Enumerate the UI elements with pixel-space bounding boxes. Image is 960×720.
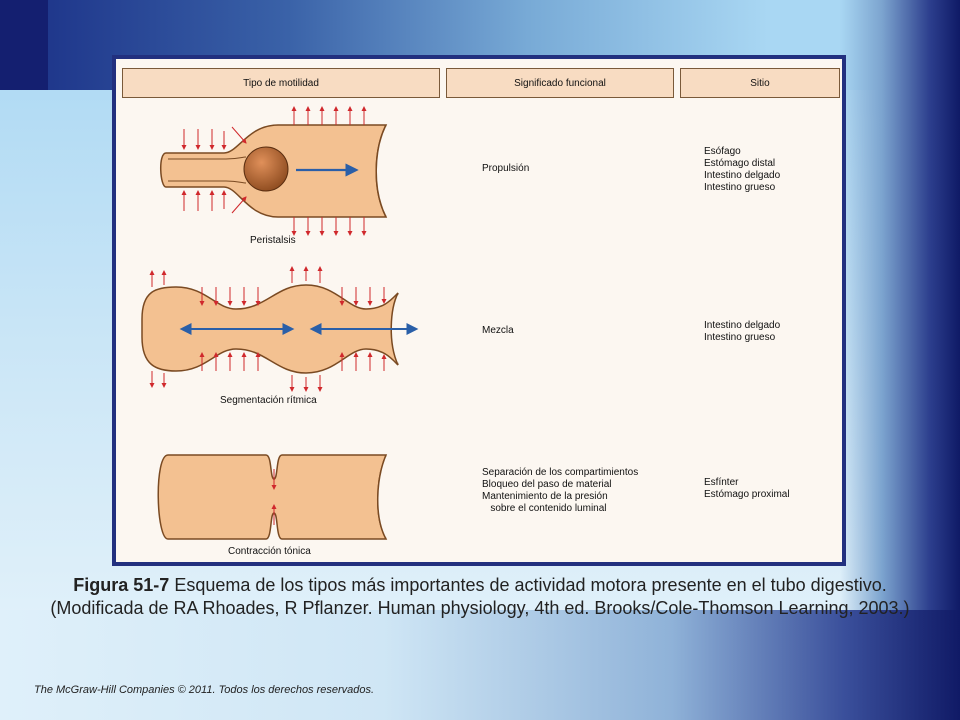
sites-segmentation: Intestino delgado Intestino grueso <box>704 320 781 343</box>
motility-diagram <box>141 106 419 540</box>
sites-tonic: Esfínter Estómago proximal <box>704 477 790 500</box>
bottom-gradient-band <box>0 610 960 720</box>
header-significado-funcional: Significado funcional <box>446 68 674 98</box>
tonic-contraction-tube <box>157 454 388 540</box>
bolus <box>243 146 289 192</box>
figure-panel: Tipo de motilidad Significado funcional … <box>112 55 846 566</box>
function-propulsion: Propulsión <box>482 163 530 174</box>
sites-peristalsis: Esófago Estómago distal Intestino delgad… <box>704 146 781 193</box>
header-sitio: Sitio <box>680 68 840 98</box>
peristalsis-label: Peristalsis <box>250 235 296 246</box>
segmentation-force-arrows <box>149 266 387 392</box>
function-tonic: Separación de los compartimientos Bloque… <box>482 467 639 514</box>
function-mixing: Mezcla <box>482 325 514 336</box>
header-tipo-motilidad: Tipo de motilidad <box>122 68 440 98</box>
right-gradient-band <box>840 0 960 720</box>
figure-caption: Figura 51-7 Esquema de los tipos más imp… <box>40 574 920 620</box>
segmentation-label: Segmentación rítmica <box>220 395 317 406</box>
caption-text: Esquema de los tipos más importantes de … <box>50 575 910 618</box>
top-left-accent <box>0 0 48 90</box>
figure-number: Figura 51-7 <box>73 575 170 595</box>
peristalsis-force-arrows <box>181 106 367 236</box>
copyright-footer: The McGraw-Hill Companies © 2011. Todos … <box>34 684 375 696</box>
tonic-contraction-label: Contracción tónica <box>228 546 311 557</box>
